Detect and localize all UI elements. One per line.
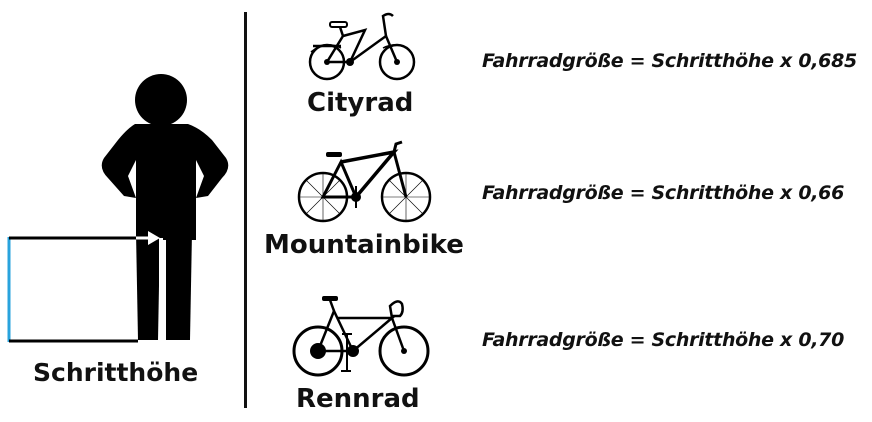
formula-city: Fahrradgröße = Schritthöhe x 0,685 — [482, 50, 857, 72]
person-silhouette-icon — [7, 74, 229, 343]
road-bike-icon — [292, 296, 430, 377]
bike-label-road: Rennrad — [296, 384, 420, 414]
city-bike-icon — [308, 12, 416, 81]
bike-label-mountain: Mountainbike — [264, 230, 464, 260]
formula-road: Fahrradgröße = Schritthöhe x 0,70 — [482, 329, 845, 351]
formula-mountain: Fahrradgröße = Schritthöhe x 0,66 — [482, 182, 845, 204]
inseam-label: Schritthöhe — [33, 358, 199, 387]
divider-line — [244, 12, 247, 408]
bike-label-city: Cityrad — [307, 88, 414, 118]
mountain-bike-icon — [297, 140, 432, 223]
